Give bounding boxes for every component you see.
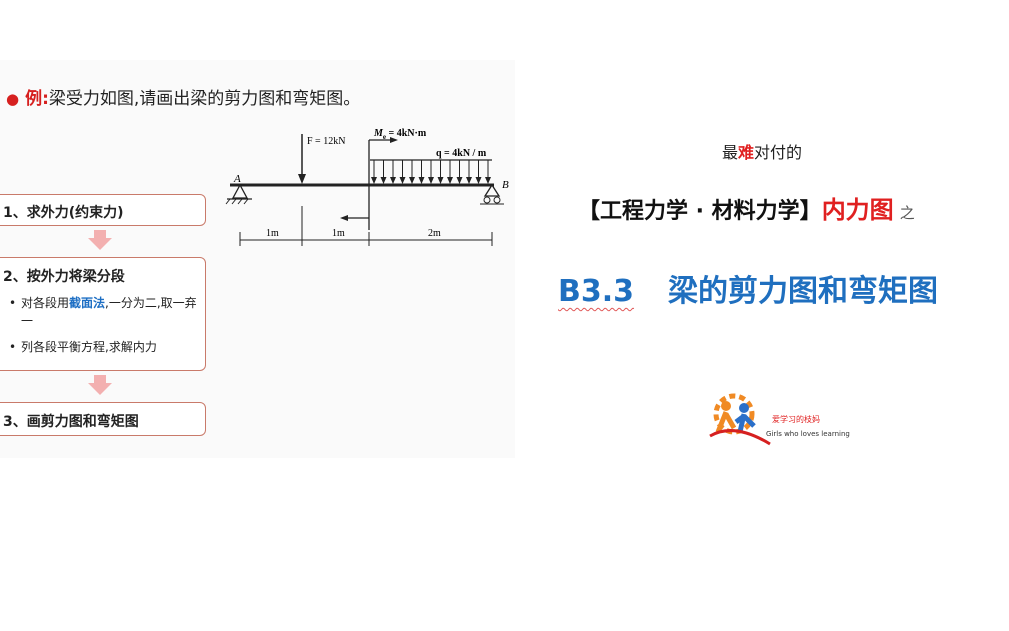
midline-text: 【工程力学 · 材料力学】 (578, 199, 822, 224)
logo-cn-text: 爱学习的枝妈 (772, 415, 820, 424)
load-arrow-head (428, 177, 434, 184)
force-label: F = 12kN (307, 136, 345, 147)
logo-en-text: Girls who loves learning (766, 430, 850, 438)
step-2-bullet-2: 列各段平衡方程,求解内力 (3, 338, 205, 356)
down-arrow-icon (88, 230, 112, 250)
main-title-text: 梁的剪力图和弯矩图 (668, 274, 939, 309)
step-2-box: 2、按外力将梁分段 对各段用截面法,一分为二,取一弃一 列各段平衡方程,求解内力 (0, 257, 206, 371)
step-3-title: 3、画剪力图和弯矩图 (3, 414, 139, 430)
bullet-text: 列各段平衡方程,求解内力 (21, 340, 157, 354)
section-code: B3.3 (558, 274, 635, 309)
dimension-2: 1m (332, 228, 345, 239)
load-arrow-head (437, 177, 444, 184)
load-label: q = 4kN / m (436, 148, 487, 159)
load-arrow-head (447, 177, 453, 184)
dimension-1: 1m (266, 228, 279, 239)
bullet-text: 对各段用 (21, 296, 70, 310)
load-arrow-head (418, 177, 425, 184)
load-arrow-head (485, 177, 491, 184)
load-arrow-head (409, 177, 415, 184)
moment-label: Me = 4kN·m (373, 128, 427, 141)
support-a-label: A (233, 173, 241, 185)
moment-couple (340, 137, 398, 230)
dimension-3: 2m (428, 228, 441, 239)
load-arrow-head (466, 177, 472, 184)
load-arrow-head (456, 177, 463, 184)
load-arrow-head (390, 177, 396, 184)
example-heading: ● 例:梁受力如图,请画出梁的剪力图和弯矩图。 (6, 84, 360, 109)
load-arrow-head (475, 177, 482, 184)
dimension-lines (239, 206, 493, 246)
highlight-text: 截面法 (69, 296, 106, 310)
pin-support-icon (225, 183, 252, 205)
step-2-title: 2、按外力将梁分段 (3, 269, 125, 285)
example-text: 梁受力如图,请画出梁的剪力图和弯矩图。 (48, 89, 361, 109)
step-1-title: 1、求外力(约束力) (3, 205, 124, 221)
roller-support-icon (480, 183, 504, 205)
down-arrow-icon (88, 375, 112, 395)
midline-highlight: 内力图 (821, 196, 894, 224)
title-subline: 最难对付的 (722, 139, 802, 163)
load-arrow-head (380, 177, 387, 184)
logo-icon (709, 393, 771, 446)
point-force-arrow (298, 134, 306, 184)
main-title: B3.3 梁的剪力图和弯矩图 (558, 266, 938, 310)
example-label: 例: (25, 89, 49, 109)
bullet-text: ,一分为二,取一弃一 (21, 296, 197, 328)
beam-diagram: A B F = 12kN Me = 4kN·m q = 4kN / m 1m 1… (225, 128, 509, 246)
subline-text: 对付的 (754, 143, 803, 162)
support-b-label: B (502, 179, 509, 191)
step-1-box: 1、求外力(约束力) (0, 194, 206, 226)
bullet-dot: ● (6, 90, 20, 108)
load-arrow-head (371, 177, 377, 184)
load-arrow-head (399, 177, 406, 184)
distributed-load (370, 159, 492, 184)
subline-text: 最 (722, 143, 739, 162)
midline-suffix: 之 (899, 204, 915, 222)
step-2-bullet-1: 对各段用截面法,一分为二,取一弃一 (3, 294, 205, 330)
subline-highlight: 难 (738, 143, 755, 162)
step-3-box: 3、画剪力图和弯矩图 (0, 402, 206, 436)
title-midline: 【工程力学 · 材料力学】内力图之 (578, 190, 915, 225)
